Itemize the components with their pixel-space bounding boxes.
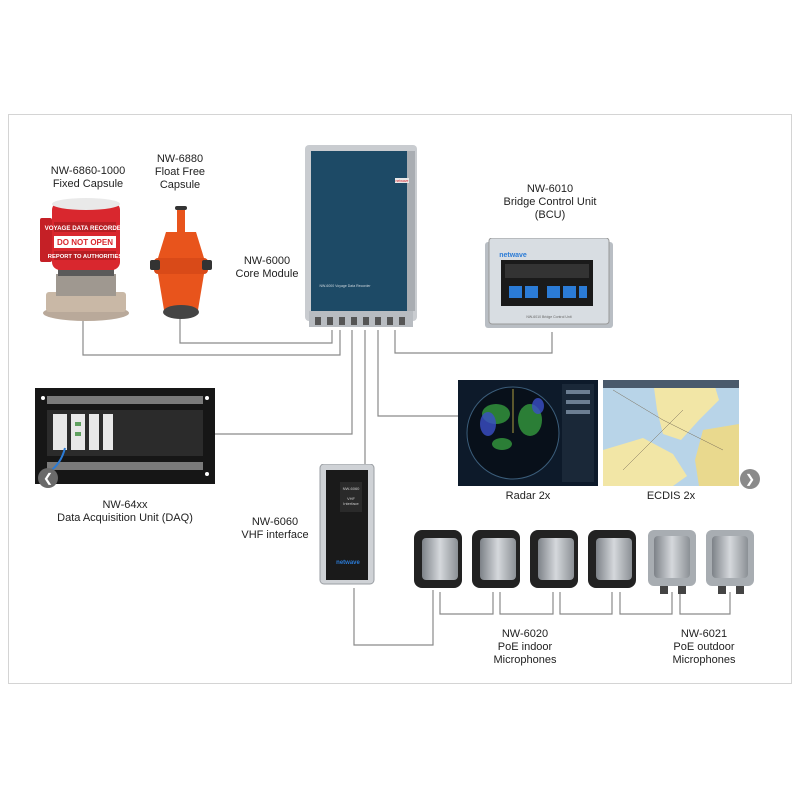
wire-radar bbox=[377, 330, 458, 417]
daq-model: NW-64xx bbox=[102, 499, 148, 511]
core-module-model: NW-6000 bbox=[243, 255, 291, 267]
core-module-panel-text: NW-6000 Voyage Data Recorder bbox=[319, 284, 371, 288]
bcu-logo: netwave bbox=[499, 252, 527, 259]
microphones-image bbox=[414, 530, 754, 594]
bcu-panel-text: NW-6010 Bridge Control Unit bbox=[526, 315, 571, 319]
fixed-capsule-label: NW-6860-1000 Fixed Capsule bbox=[42, 165, 134, 191]
indoor-mics-name-1: PoE indoor bbox=[497, 641, 553, 653]
vhf-model: NW-6060 bbox=[251, 516, 299, 528]
ecdis-label: ECDIS 2x bbox=[603, 490, 739, 503]
vhf-label: NW-6060 VHF interface bbox=[238, 516, 312, 542]
outdoor-mic-1 bbox=[648, 530, 696, 594]
wire-mic-3-4 bbox=[559, 592, 613, 615]
capsule-text-2: DO NOT OPEN bbox=[57, 238, 113, 247]
fixed-capsule-name: Fixed Capsule bbox=[52, 178, 124, 190]
chevron-left-icon[interactable]: ❮ bbox=[38, 468, 58, 488]
bcu-name-2: (BCU) bbox=[534, 209, 566, 221]
vhf-name: VHF interface bbox=[241, 529, 309, 541]
bcu-model: NW-6010 bbox=[526, 183, 574, 195]
float-free-name-1: Float Free bbox=[154, 166, 206, 178]
wire-mic-4-5 bbox=[619, 592, 673, 615]
daq-name: Data Acquisition Unit (DAQ) bbox=[57, 512, 193, 524]
prev-arrow-glyph: ❮ bbox=[42, 471, 54, 485]
outdoor-mics-name-1: PoE outdoor bbox=[673, 641, 735, 653]
vhf-box-text-2: Interface bbox=[343, 501, 359, 506]
wire-bcu bbox=[394, 330, 553, 354]
outdoor-mics-name-2: Microphones bbox=[672, 654, 736, 666]
float-free-name-2: Capsule bbox=[159, 179, 201, 191]
wire-mic-5-6 bbox=[679, 592, 731, 615]
wire-mic-1-2 bbox=[439, 592, 494, 615]
float-free-label: NW-6880 Float Free Capsule bbox=[140, 153, 220, 192]
radar-image bbox=[458, 380, 598, 486]
radar-name: Radar 2x bbox=[505, 490, 551, 502]
wire-float-free bbox=[179, 318, 333, 344]
core-module-image: netwave NW-6000 Voyage Data Recorder bbox=[305, 145, 417, 327]
vhf-interface-image: NW-6060 VHF Interface netwave bbox=[319, 464, 375, 585]
vhf-box-model: NW-6060 bbox=[343, 486, 361, 491]
diagram-frame bbox=[8, 114, 792, 684]
fixed-capsule-model: NW-6860-1000 bbox=[50, 165, 126, 177]
vhf-box-text-1: VHF bbox=[347, 496, 356, 501]
wire-vhf-mics bbox=[353, 588, 434, 646]
indoor-mic-3 bbox=[530, 530, 578, 588]
outdoor-mics-model: NW-6021 bbox=[680, 628, 728, 640]
wire-fixed-capsule bbox=[82, 318, 341, 356]
indoor-mic-2 bbox=[472, 530, 520, 588]
indoor-mics-name-2: Microphones bbox=[493, 654, 557, 666]
indoor-mics-label: NW-6020 PoE indoor Microphones bbox=[480, 628, 570, 667]
bcu-image: netwave NW-6010 Bridge Control Unit bbox=[485, 238, 613, 328]
daq-label: NW-64xx Data Acquisition Unit (DAQ) bbox=[40, 499, 210, 525]
bcu-name-1: Bridge Control Unit bbox=[503, 196, 597, 208]
core-module-label: NW-6000 Core Module bbox=[232, 255, 302, 281]
vhf-logo: netwave bbox=[336, 560, 360, 566]
wire-mic-2-3 bbox=[499, 592, 554, 615]
capsule-text-3: REPORT TO AUTHORITIES bbox=[48, 254, 123, 260]
float-free-model: NW-6880 bbox=[156, 153, 204, 165]
outdoor-mic-2 bbox=[706, 530, 754, 594]
indoor-mic-4 bbox=[588, 530, 636, 588]
outdoor-mics-label: NW-6021 PoE outdoor Microphones bbox=[656, 628, 752, 667]
indoor-mic-1 bbox=[414, 530, 462, 588]
core-module-name: Core Module bbox=[235, 268, 299, 280]
bcu-label: NW-6010 Bridge Control Unit (BCU) bbox=[490, 183, 610, 222]
radar-label: Radar 2x bbox=[458, 490, 598, 503]
daq-image bbox=[35, 388, 215, 484]
ecdis-name: ECDIS 2x bbox=[646, 490, 696, 502]
wire-daq bbox=[212, 330, 353, 435]
indoor-mics-model: NW-6020 bbox=[501, 628, 549, 640]
chevron-right-icon[interactable]: ❯ bbox=[740, 469, 760, 489]
next-arrow-glyph: ❯ bbox=[744, 472, 756, 486]
fixed-capsule-image: VOYAGE DATA RECORDER DO NOT OPEN REPORT … bbox=[40, 198, 129, 321]
capsule-text-1: VOYAGE DATA RECORDER bbox=[45, 225, 126, 232]
ecdis-image bbox=[603, 380, 739, 486]
float-free-capsule-image bbox=[150, 206, 212, 319]
core-module-logo: netwave bbox=[395, 179, 408, 183]
